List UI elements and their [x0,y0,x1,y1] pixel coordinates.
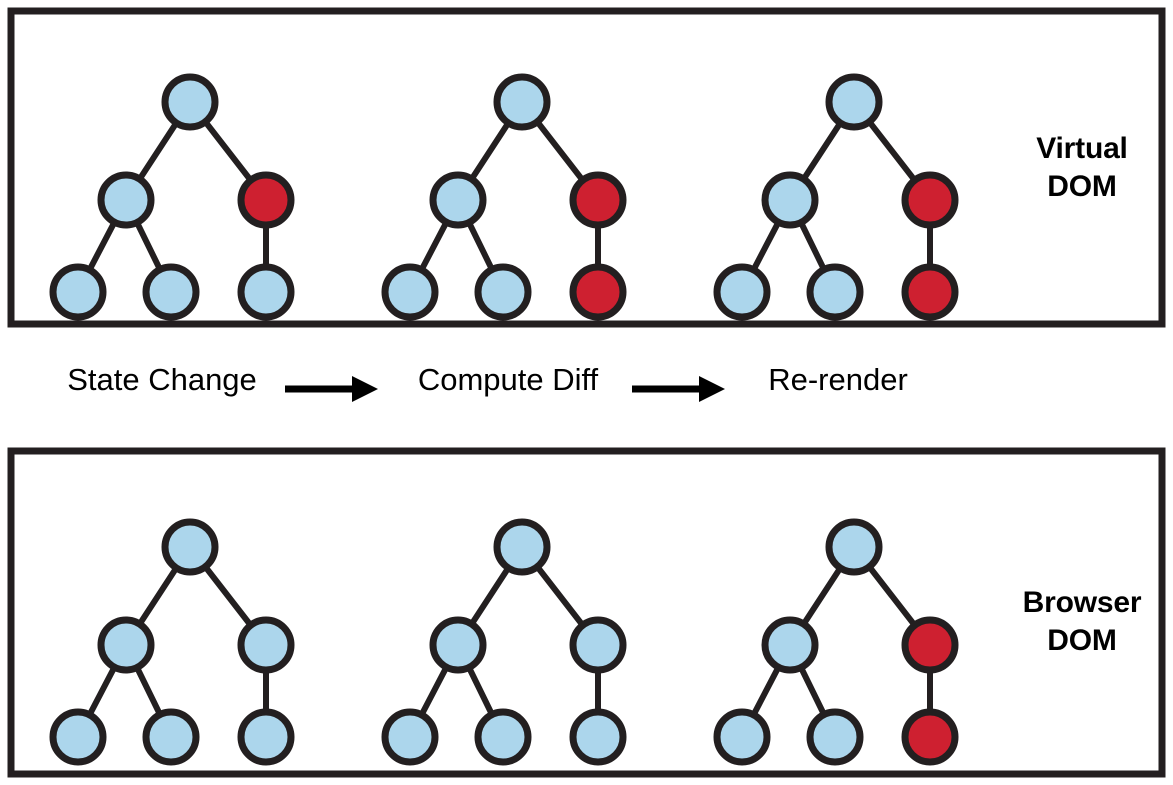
tree-node-blue [381,708,439,766]
browser-dom-panel-label-line: Browser [1023,586,1142,619]
tree-node-blue [474,708,532,766]
tree-node-red [901,263,959,321]
tree-node-blue [142,708,200,766]
tree-node-blue [761,616,819,674]
browser-dom-tree-3-nodes [713,518,959,766]
tree-node-blue [493,73,551,131]
tree-node-blue [49,708,107,766]
browser-dom-tree-3 [713,518,959,766]
tree-node-blue [237,616,295,674]
virtual-dom-panel-label-line: Virtual [1036,132,1127,165]
virtual-dom-tree-3 [713,73,959,321]
tree-node-blue [825,73,883,131]
tree-node-blue [713,263,771,321]
virtual-dom-panel-label-line: DOM [1047,170,1116,203]
tree-node-red [901,171,959,229]
arrow-2 [632,376,725,402]
browser-dom-tree-2 [381,518,627,766]
tree-node-blue [381,263,439,321]
browser-dom-tree-1 [49,518,295,766]
tree-node-blue [761,171,819,229]
browser-dom-panel-label-line: DOM [1047,624,1116,657]
tree-node-blue [569,616,627,674]
virtual-dom-tree-3-nodes [713,73,959,321]
arrow-1 [285,376,378,402]
tree-node-red [237,171,295,229]
tree-node-blue [569,708,627,766]
virtual-dom-tree-2-nodes [381,73,627,321]
tree-node-blue [713,708,771,766]
flow-label-state-change: State Change [67,362,257,397]
tree-node-blue [142,263,200,321]
flow-label-compute-diff: Compute Diff [418,362,599,397]
tree-node-blue [474,263,532,321]
flow-layer: State Change Compute Diff Re-render [67,362,908,402]
browser-dom-tree-2-nodes [381,518,627,766]
browser-dom-tree-1-nodes [49,518,295,766]
tree-node-red [901,616,959,674]
tree-node-blue [49,263,107,321]
arrow-1-head [352,376,378,402]
tree-node-blue [161,518,219,576]
tree-node-red [569,171,627,229]
tree-node-blue [806,263,864,321]
tree-node-blue [237,263,295,321]
tree-node-blue [806,708,864,766]
tree-node-blue [97,616,155,674]
tree-node-blue [237,708,295,766]
virtual-dom-tree-1 [49,73,295,321]
tree-node-red [569,263,627,321]
virtual-dom-tree-2 [381,73,627,321]
virtual-dom-tree-1-nodes [49,73,295,321]
flow-label-re-render: Re-render [768,362,908,397]
tree-node-blue [429,171,487,229]
tree-node-blue [161,73,219,131]
tree-node-blue [493,518,551,576]
tree-node-red [901,708,959,766]
arrow-2-head [699,376,725,402]
tree-node-blue [429,616,487,674]
tree-node-blue [825,518,883,576]
tree-node-blue [97,171,155,229]
